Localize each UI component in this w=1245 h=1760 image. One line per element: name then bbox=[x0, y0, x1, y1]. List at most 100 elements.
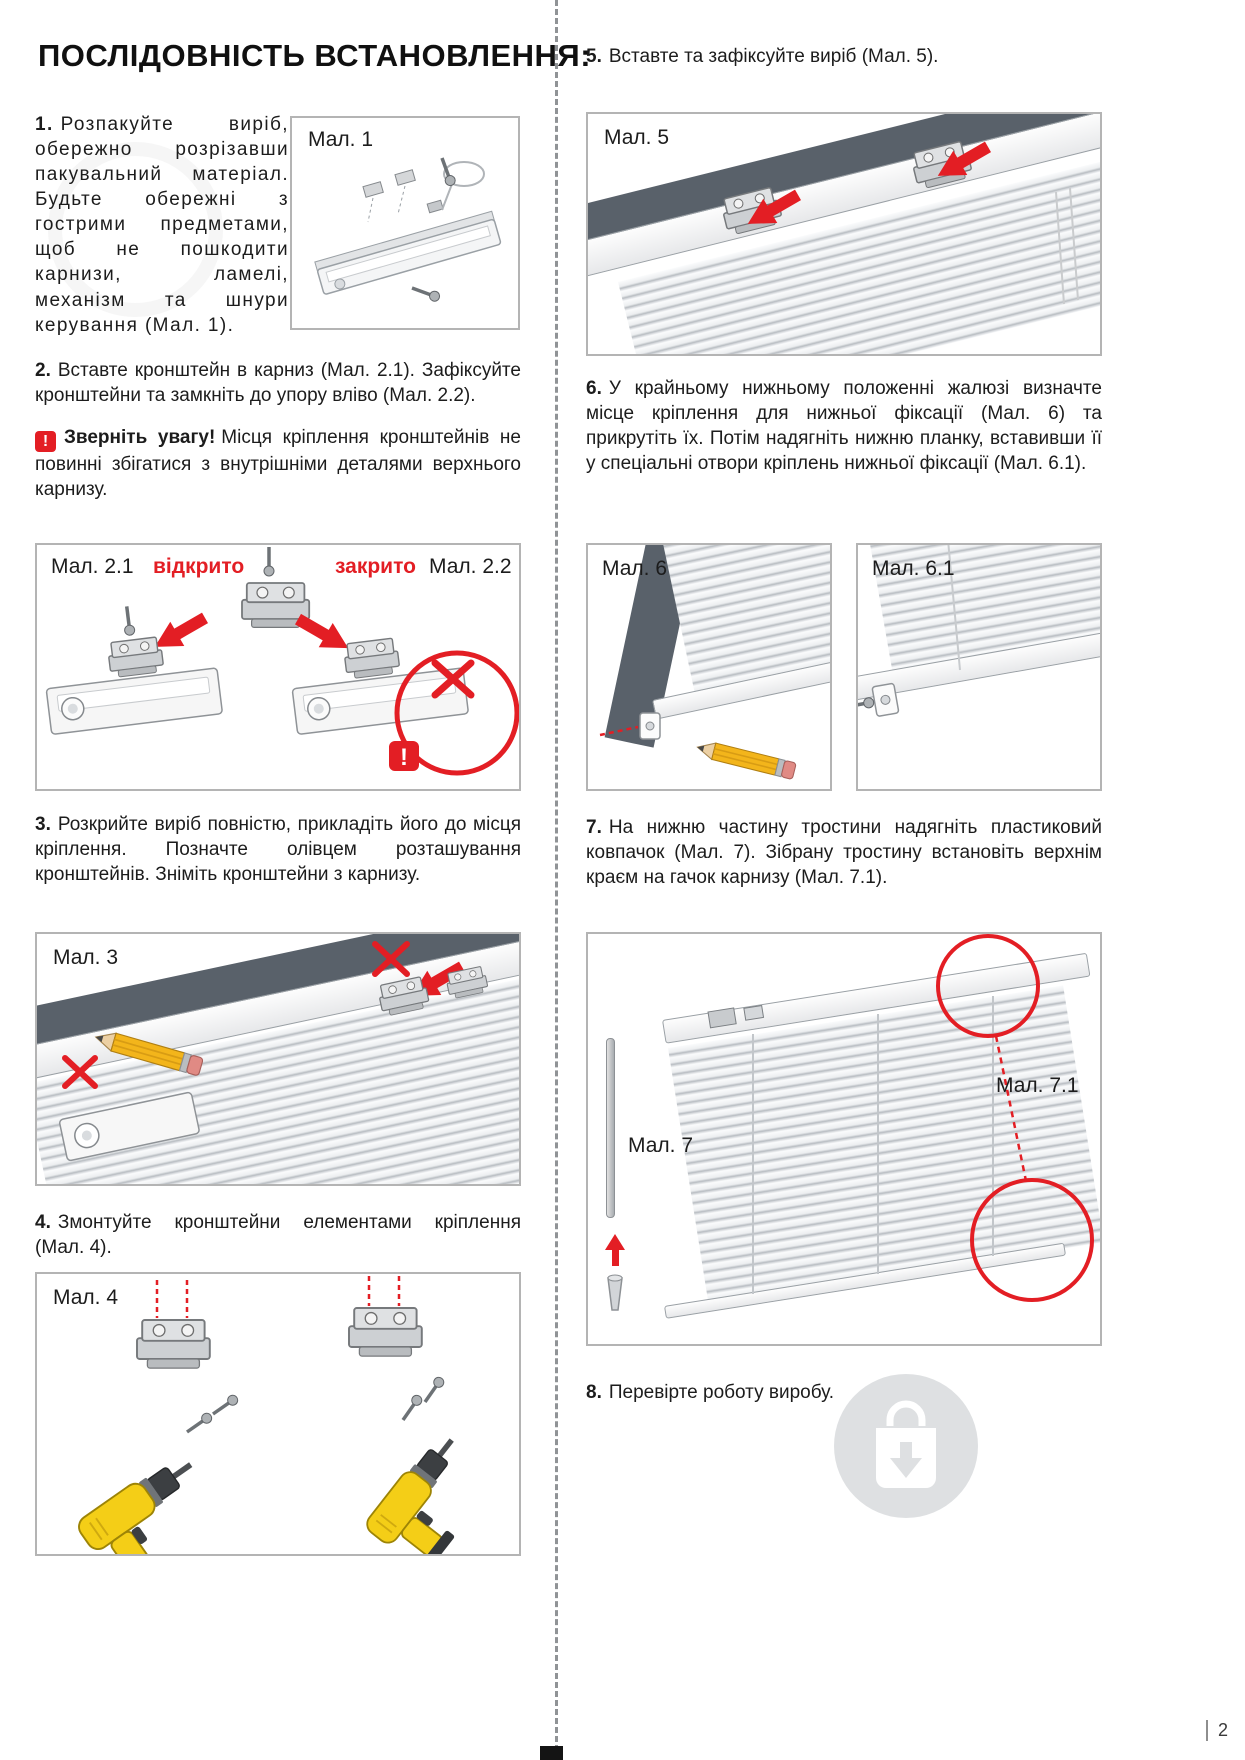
step-8-text: Перевірте роботу виробу. bbox=[608, 1382, 835, 1403]
cornice-open bbox=[45, 604, 223, 735]
step-7: 7.На нижню частину тростини надягніть пл… bbox=[586, 815, 1102, 890]
column-divider bbox=[555, 0, 558, 1760]
headrail-end bbox=[58, 1091, 200, 1162]
figure-4-label: Мал. 4 bbox=[53, 1286, 119, 1309]
figure-7-1-label: Мал. 7.1 bbox=[996, 1074, 1079, 1097]
tilt-mechanism bbox=[707, 1004, 765, 1029]
step-1-number: 1. bbox=[35, 114, 54, 135]
red-dashed-connector bbox=[994, 1035, 1028, 1182]
figure-7-illustration bbox=[605, 934, 1094, 1311]
wand-cap bbox=[607, 1274, 623, 1311]
step-8: 8. Перевірте роботу виробу. bbox=[586, 1380, 1102, 1405]
down-arrow-glyph bbox=[890, 1442, 922, 1478]
fixation-clip bbox=[858, 682, 900, 717]
step-2-warning: ! Зверніть увагу!Місця кріплення кронштей… bbox=[35, 425, 521, 502]
print-mark bbox=[540, 1746, 563, 1760]
figure-3: Мал. 3 bbox=[35, 932, 521, 1186]
screw bbox=[182, 1409, 216, 1438]
red-warning-circle bbox=[394, 650, 519, 776]
red-cross-top bbox=[372, 941, 410, 977]
ladder-cords bbox=[752, 996, 994, 1294]
red-detail-circle-top bbox=[936, 934, 1040, 1038]
red-up-arrow bbox=[605, 1234, 625, 1266]
screw bbox=[397, 1391, 426, 1425]
figure-6: Мал. 6 bbox=[586, 543, 832, 791]
cord-loop bbox=[443, 161, 485, 187]
figure-4: Мал. 4 bbox=[35, 1272, 521, 1556]
step-6-number: 6. bbox=[586, 378, 602, 399]
figure-4-illustration bbox=[73, 1276, 502, 1554]
figure-7-label: Мал. 7 bbox=[628, 1134, 694, 1157]
figure-1: Мал. 1 bbox=[290, 116, 520, 330]
drill-right bbox=[361, 1428, 502, 1554]
step-3: 3.Розкрийте виріб повністю, прикладіть й… bbox=[35, 812, 521, 887]
step-8-number: 8. bbox=[586, 1382, 602, 1403]
page-number: 2 bbox=[1206, 1720, 1228, 1741]
pencil bbox=[694, 738, 798, 781]
step-3-number: 3. bbox=[35, 814, 51, 835]
step-7-number: 7. bbox=[586, 817, 602, 838]
step-6-text: У крайньому нижньому положенні жалюзі ви… bbox=[586, 378, 1102, 475]
figure-2-open-label: відкрито bbox=[153, 555, 245, 578]
figure-1-illustration bbox=[314, 154, 502, 305]
figure-3-label: Мал. 3 bbox=[53, 946, 119, 969]
figure-2-illustration: ! bbox=[45, 545, 519, 776]
pencil bbox=[92, 1027, 205, 1077]
warning-text: Місця кріплення кронштейнів не повинні з… bbox=[35, 427, 521, 501]
screw bbox=[208, 1391, 242, 1420]
drill-mark-lines bbox=[155, 1276, 401, 1318]
step-5-text: Вставте та зафіксуйте виріб (Мал. 5). bbox=[608, 46, 939, 67]
fixation-clip bbox=[639, 712, 661, 740]
figure-6-1-label: Мал. 6.1 bbox=[872, 557, 955, 580]
red-arrow-right bbox=[291, 607, 356, 661]
figure-1-label: Мал. 1 bbox=[308, 128, 374, 151]
headrail bbox=[314, 210, 502, 295]
screw bbox=[419, 1373, 448, 1407]
tilt-wand bbox=[606, 1038, 615, 1218]
loose-parts bbox=[362, 154, 485, 305]
red-cross-mark bbox=[431, 659, 475, 699]
cornice-closed bbox=[291, 637, 469, 735]
figure-6-1: Мал. 6.1 bbox=[856, 543, 1102, 791]
figure-5-label: Мал. 5 bbox=[604, 126, 670, 149]
step-6: 6.У крайньому нижньому положенні жалюзі … bbox=[586, 376, 1102, 476]
drill-left bbox=[73, 1448, 230, 1554]
figure-2-1-label: Мал. 2.1 bbox=[51, 555, 134, 578]
step-1-text: Розпакуйте виріб, обережно розрізавши па… bbox=[35, 114, 289, 336]
step-2: 2.Вставте кронштейн в карниз (Мал. 2.1).… bbox=[35, 358, 521, 408]
ladder-cord bbox=[947, 545, 961, 671]
figure-6-label: Мал. 6 bbox=[602, 557, 668, 580]
step-1: 1.Розпакуйте виріб, обережно розрізавши … bbox=[35, 112, 289, 338]
step-3-text: Розкрийте виріб повністю, прикладіть йог… bbox=[35, 814, 521, 886]
warning-bold-text: Зверніть увагу! bbox=[64, 427, 216, 448]
figure-7: Мал. 7 Мал. 7.1 bbox=[586, 932, 1102, 1346]
control-cords bbox=[1055, 187, 1079, 305]
exclamation-badge: ! bbox=[389, 741, 419, 771]
red-detail-circle-bottom bbox=[970, 1178, 1094, 1302]
red-cross-left bbox=[62, 1055, 98, 1089]
figure-2-closed-label: закрито bbox=[335, 555, 416, 578]
screw bbox=[262, 545, 276, 578]
bracket-left bbox=[136, 1319, 211, 1370]
step-5-number: 5. bbox=[586, 46, 602, 67]
figure-2-2-label: Мал. 2.2 bbox=[429, 555, 512, 578]
figure-6-illustration bbox=[599, 712, 798, 781]
figure-5: Мал. 5 bbox=[586, 112, 1102, 356]
step-2-text: Вставте кронштейн в карниз (Мал. 2.1). З… bbox=[35, 360, 521, 407]
figure-3-illustration bbox=[58, 941, 490, 1162]
svg-text:!: ! bbox=[400, 744, 408, 771]
figure-5-illustration bbox=[719, 134, 1079, 305]
figure-2: Мал. 2.1 відкрито закрито Мал. 2.2 bbox=[35, 543, 521, 791]
step-4: 4.Змонтуйте кронштейни елементами кріпле… bbox=[35, 1210, 521, 1260]
red-marking-line bbox=[599, 725, 639, 737]
step-2-number: 2. bbox=[35, 360, 51, 381]
step-4-number: 4. bbox=[35, 1212, 51, 1233]
bracket-right bbox=[348, 1307, 423, 1358]
warning-icon: ! bbox=[35, 431, 56, 452]
step-7-text: На нижню частину тростини надягніть плас… bbox=[586, 817, 1102, 889]
page-title: ПОСЛІДОВНІСТЬ ВСТАНОВЛЕННЯ: bbox=[38, 38, 592, 73]
step-4-text: Змонтуйте кронштейни елементами кріпленн… bbox=[35, 1212, 521, 1259]
figure-6-1-illustration bbox=[858, 545, 961, 717]
step-5: 5. Вставте та зафіксуйте виріб (Мал. 5). bbox=[586, 44, 1086, 69]
